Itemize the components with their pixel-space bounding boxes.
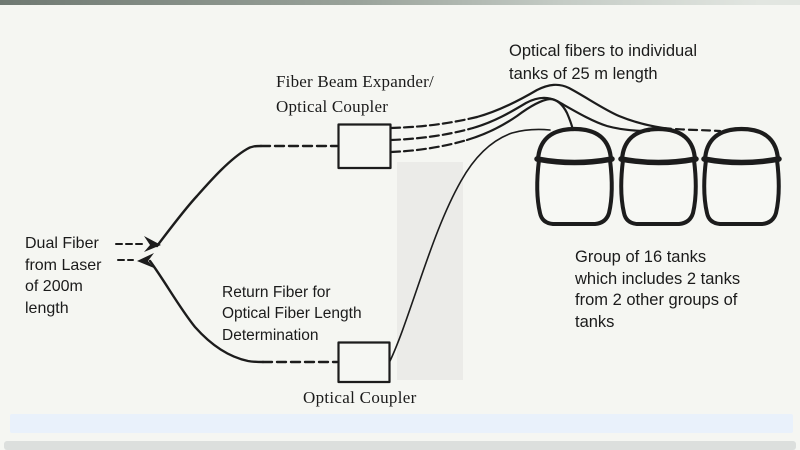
return-fiber-label: Return Fiber for Optical Fiber Length De… <box>222 284 362 344</box>
optical-coupler-label: Optical Coupler <box>303 388 417 407</box>
fiber-to-tank-3 <box>389 83 722 133</box>
fibers-to-tanks-label: Optical fibers to individual tanks of 25… <box>509 42 698 83</box>
laser-to-expander-fiber <box>155 144 339 248</box>
top-edge-strip <box>0 0 800 5</box>
bottom-edge-strip <box>4 441 796 450</box>
dual-fiber-label: Dual Fiber from Laser of 200m length <box>25 235 102 317</box>
tank-3 <box>701 126 782 226</box>
beam-expander-label: Fiber Beam Expander/ Optical Coupler <box>276 72 434 116</box>
tank-group-label: Group of 16 tanks which includes 2 tanks… <box>575 248 741 332</box>
tank-1 <box>534 126 615 226</box>
fiber-to-tank-1 <box>389 97 575 154</box>
return-fiber-to-coupler <box>389 128 551 362</box>
tank-2 <box>618 126 699 226</box>
beam-expander-box <box>337 123 392 170</box>
highlight-strip <box>10 414 793 433</box>
left-arrow-icon <box>137 253 154 268</box>
optical-coupler-box <box>337 341 391 384</box>
right-arrow-icon <box>144 236 161 252</box>
laser-return-fiber <box>148 259 339 364</box>
